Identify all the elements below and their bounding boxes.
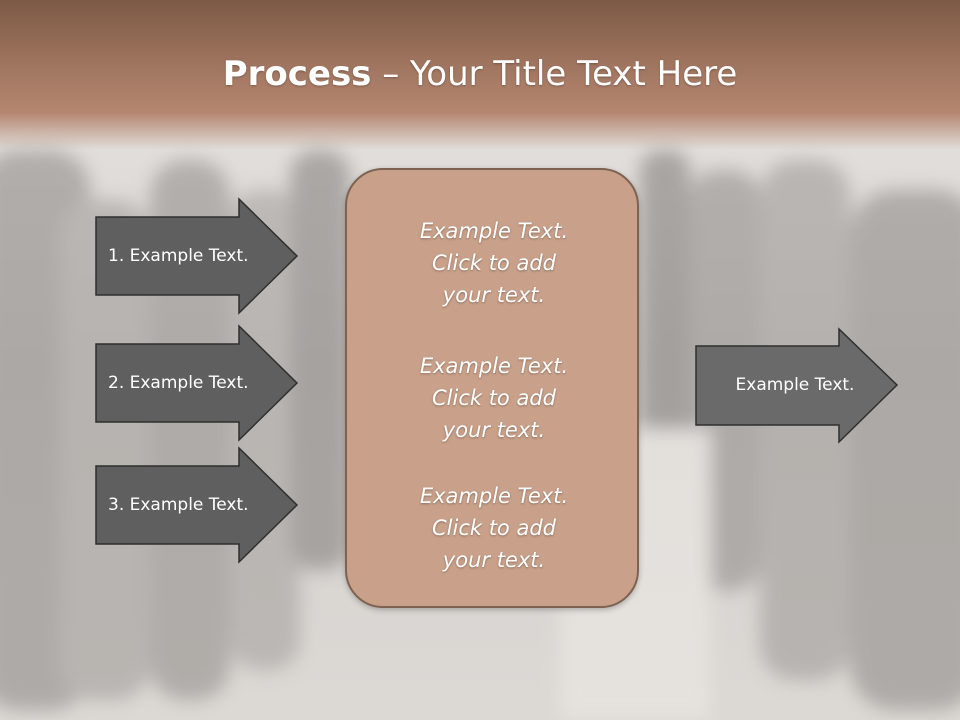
result-label: Example Text. (735, 375, 855, 395)
step-label-2: 2. Example Text. (108, 373, 249, 393)
step-arrow-3[interactable]: 3. Example Text. (95, 446, 300, 564)
center-line: Example Text. (419, 484, 569, 508)
slide-title[interactable]: Process – Your Title Text Here (0, 48, 960, 100)
title-band (0, 0, 960, 150)
step-arrow-1[interactable]: 1. Example Text. (95, 197, 300, 315)
center-text-box[interactable]: Example Text. Click to add your text. Ex… (345, 168, 639, 608)
title-rest: – Your Title Text Here (371, 54, 738, 94)
arrow-shape-icon (695, 327, 899, 444)
center-line: Click to add (431, 516, 556, 540)
center-line: Click to add (431, 251, 556, 275)
arrow-shape-icon (95, 446, 299, 564)
arrow-shape-icon (95, 324, 299, 442)
center-block-2: Example Text. Click to add your text. (347, 350, 641, 446)
center-line: your text. (442, 283, 546, 307)
center-line: Example Text. (419, 219, 569, 243)
center-block-3: Example Text. Click to add your text. (347, 480, 641, 576)
step-label-1: 1. Example Text. (108, 246, 249, 266)
step-arrow-2[interactable]: 2. Example Text. (95, 324, 300, 442)
center-line: Example Text. (419, 354, 569, 378)
center-line: your text. (442, 548, 546, 572)
center-line: your text. (442, 418, 546, 442)
center-line: Click to add (431, 386, 556, 410)
title-bold: Process (222, 54, 372, 94)
step-label-3: 3. Example Text. (108, 495, 249, 515)
arrow-shape-icon (95, 197, 299, 315)
center-block-1: Example Text. Click to add your text. (347, 215, 641, 311)
result-arrow[interactable]: Example Text. (695, 327, 900, 444)
